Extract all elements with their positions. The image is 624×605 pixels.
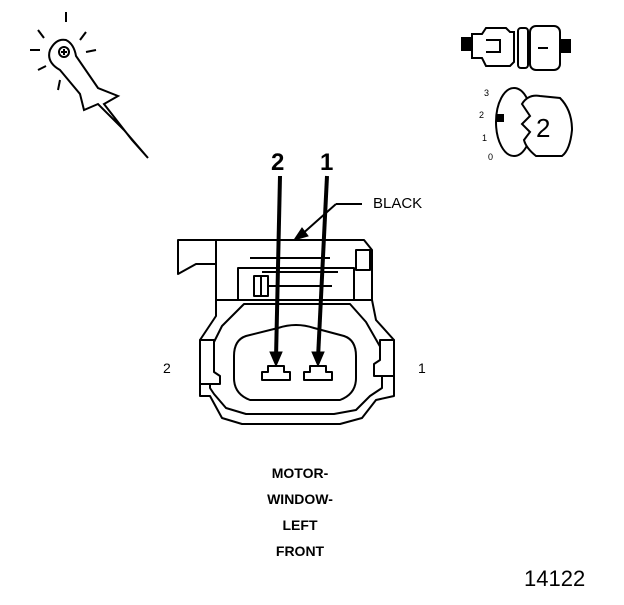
wire-color-leader [292,203,362,241]
pin-number-2: 2 [271,149,285,176]
key-position-2: 2 [479,110,485,120]
connector-caption: MOTOR- WINDOW- LEFT FRONT [200,460,400,564]
pin-2-arrow [274,175,282,359]
side-label-right: 1 [418,360,426,376]
key-position-3: 3 [484,88,490,98]
key-position-1: 1 [482,133,488,143]
test-probe-icon [30,12,149,159]
caption-line-1: MOTOR- [271,465,329,481]
ignition-key-icon [495,87,574,157]
side-label-left: 2 [163,360,171,376]
caption-line-3: LEFT [282,517,318,533]
key-position-0: 0 [488,152,494,162]
pin-1-arrow [316,175,329,359]
caption-line-2: WINDOW- [267,491,333,507]
pin-2-arrowhead [269,351,283,368]
key-selected-position: 2 [536,113,551,143]
pin-1-arrowhead [311,351,325,368]
connector-housing [177,239,395,425]
wire-color-label: BLACK [373,195,423,212]
figure-number: 14122 [524,566,586,591]
caption-line-4: FRONT [275,543,325,559]
pin-arrows [269,175,329,368]
connector-side-view-icon [461,25,571,71]
pin-number-1: 1 [320,149,334,176]
